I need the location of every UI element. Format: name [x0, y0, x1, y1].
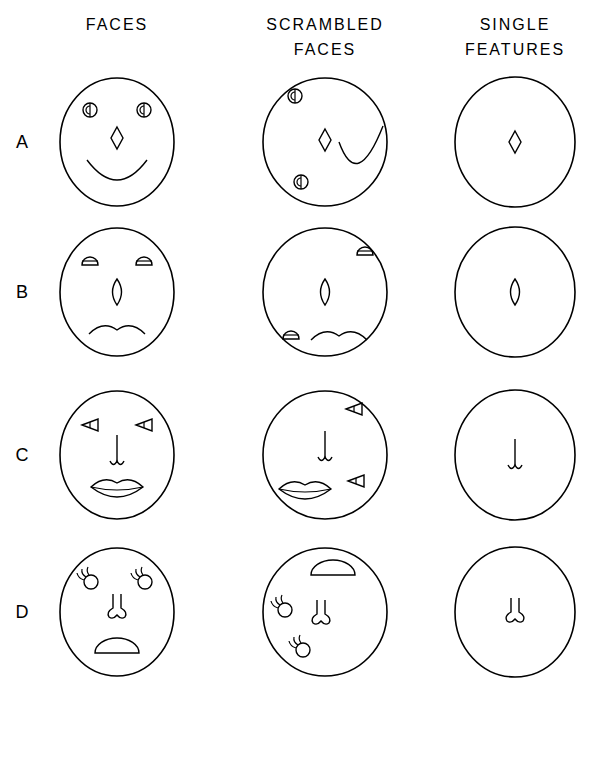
column-heading: SINGLE FEATURES [445, 12, 585, 62]
scrambled-face [263, 228, 387, 356]
single-feature [455, 547, 575, 677]
row-letter: C [7, 444, 37, 466]
row-letter: A [7, 131, 37, 153]
schematic-face [60, 548, 174, 676]
column-heading: FACES [47, 12, 187, 37]
single-feature [455, 77, 575, 207]
row-letter: D [7, 601, 37, 623]
scrambled-face [263, 78, 387, 206]
column-heading: SCRAMBLED FACES [255, 12, 395, 62]
schematic-face [60, 78, 174, 206]
schematic-face [60, 391, 174, 519]
single-feature [455, 390, 575, 520]
single-feature [455, 227, 575, 357]
schematic-face [60, 228, 174, 356]
scrambled-face [263, 391, 387, 519]
row-letter: B [7, 281, 37, 303]
scrambled-face [263, 548, 387, 676]
